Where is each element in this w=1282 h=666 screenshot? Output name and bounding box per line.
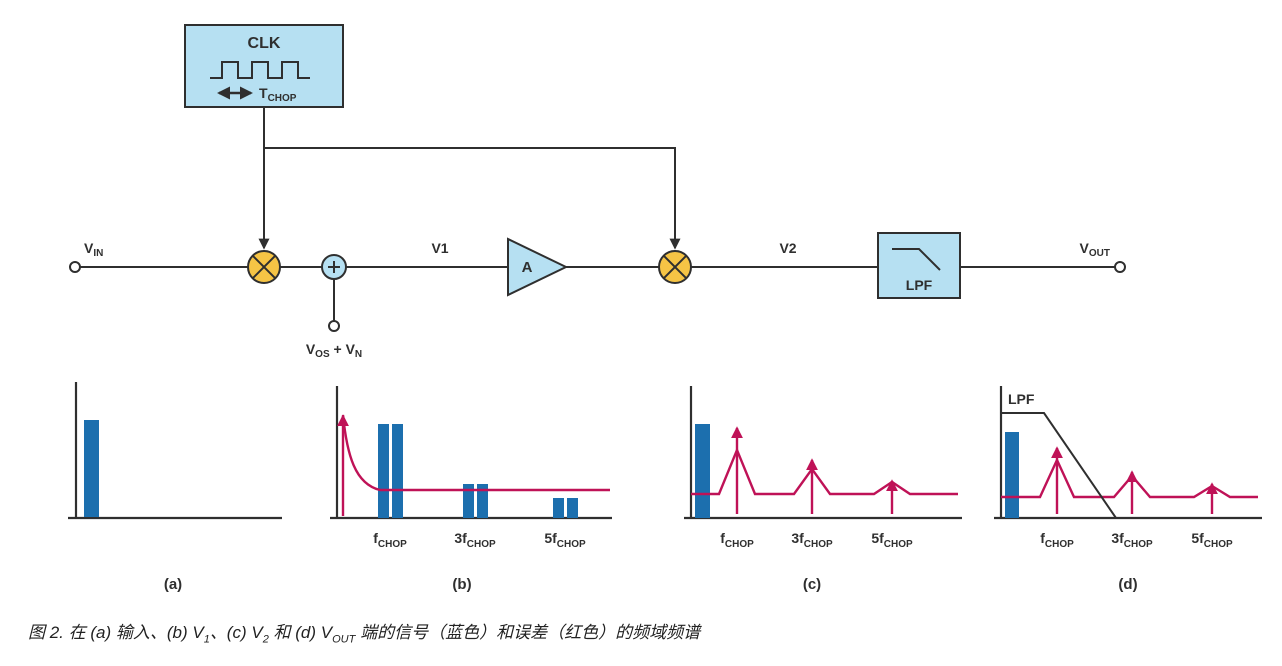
vout-terminal	[1114, 261, 1126, 273]
axes-c	[684, 386, 962, 520]
amp-label: A	[522, 259, 533, 276]
spectrum-panel-b: fCHOP 3fCHOP 5fCHOP (b)	[330, 386, 612, 593]
vin-label: VIN	[84, 240, 103, 259]
panel-d-lpf-label: LPF	[1008, 391, 1035, 407]
tchop-label: TCHOP	[259, 85, 297, 104]
signal-bar	[378, 424, 389, 518]
spectrum-panel-a: (a)	[68, 382, 282, 593]
clock-waveform-icon	[210, 61, 310, 79]
caption-sub: OUT	[332, 633, 356, 646]
caption-text: 和 (d) V	[268, 623, 333, 642]
clk-to-mixer2-wire	[264, 147, 681, 250]
tick-3fchop: 3fCHOP	[454, 530, 496, 550]
caption-sub: 1	[203, 633, 210, 646]
caption-text: 图 2. 在 (a) 输入、(b) V	[28, 623, 204, 642]
tick-fchop: fCHOP	[1040, 530, 1074, 550]
lpf-response-icon	[892, 248, 941, 271]
axes-a	[68, 382, 282, 520]
tick-5fchop: 5fCHOP	[544, 530, 586, 550]
clk-block: CLK TCHOP	[184, 24, 344, 108]
figure-caption: 图 2. 在 (a) 输入、(b) V1、(c) V2 和 (d) VOUT 端…	[28, 618, 700, 645]
signal-bar	[1005, 432, 1019, 518]
v1-label: V1	[431, 240, 448, 256]
tick-3fchop: 3fCHOP	[1111, 530, 1153, 550]
panel-d-label: (d)	[1118, 576, 1137, 593]
summing-node-icon	[321, 254, 347, 280]
panel-b-label: (b)	[452, 576, 471, 593]
lpf-label: LPF	[906, 277, 933, 293]
signal-bar	[553, 498, 564, 518]
error-spectrum-curve	[1001, 457, 1258, 499]
error-decay-curve	[341, 414, 610, 492]
lpf-box	[877, 232, 961, 299]
amp-triangle	[507, 237, 569, 297]
signal-bar	[463, 484, 474, 518]
lpf-block: LPF	[877, 232, 961, 299]
tick-3fchop: 3fCHOP	[791, 530, 833, 550]
panel-c-label: (c)	[803, 576, 821, 593]
caption-text: 、(c) V	[209, 623, 263, 642]
verror-terminal	[328, 320, 340, 332]
block-diagram: CLK TCHOP VIN VOS + VN V1 A	[69, 24, 1126, 360]
tick-5fchop: 5fCHOP	[871, 530, 913, 550]
caption-sub: 2	[262, 633, 269, 646]
chopper-mixer-2-icon	[658, 250, 692, 284]
chopper-mixer-1-icon	[247, 250, 281, 284]
verror-label: VOS + VN	[306, 341, 362, 360]
spectrum-panel-d: LPF fCHOP 3fCHOP 5fCHOP (d)	[994, 386, 1262, 593]
vout-label: VOUT	[1080, 240, 1110, 259]
clk-label: CLK	[248, 35, 281, 52]
lpf-response-curve	[1001, 412, 1117, 519]
signal-bar	[567, 498, 578, 518]
signal-bar	[392, 424, 403, 518]
amplifier-block: A	[507, 237, 569, 297]
tick-fchop: fCHOP	[373, 530, 407, 550]
vin-terminal	[69, 261, 81, 273]
spectrum-panel-c: fCHOP 3fCHOP 5fCHOP (c)	[684, 386, 962, 593]
tick-5fchop: 5fCHOP	[1191, 530, 1233, 550]
error-spectrum-curve	[691, 446, 958, 496]
panel-a-label: (a)	[164, 576, 182, 593]
signal-bar	[84, 420, 99, 517]
signal-bar	[695, 424, 710, 518]
v2-label: V2	[779, 240, 796, 256]
tick-fchop: fCHOP	[720, 530, 754, 550]
caption-text: 端的信号（蓝色）和误差（红色）的频域频谱	[355, 623, 701, 642]
signal-bar	[477, 484, 488, 518]
clk-box	[184, 24, 344, 108]
